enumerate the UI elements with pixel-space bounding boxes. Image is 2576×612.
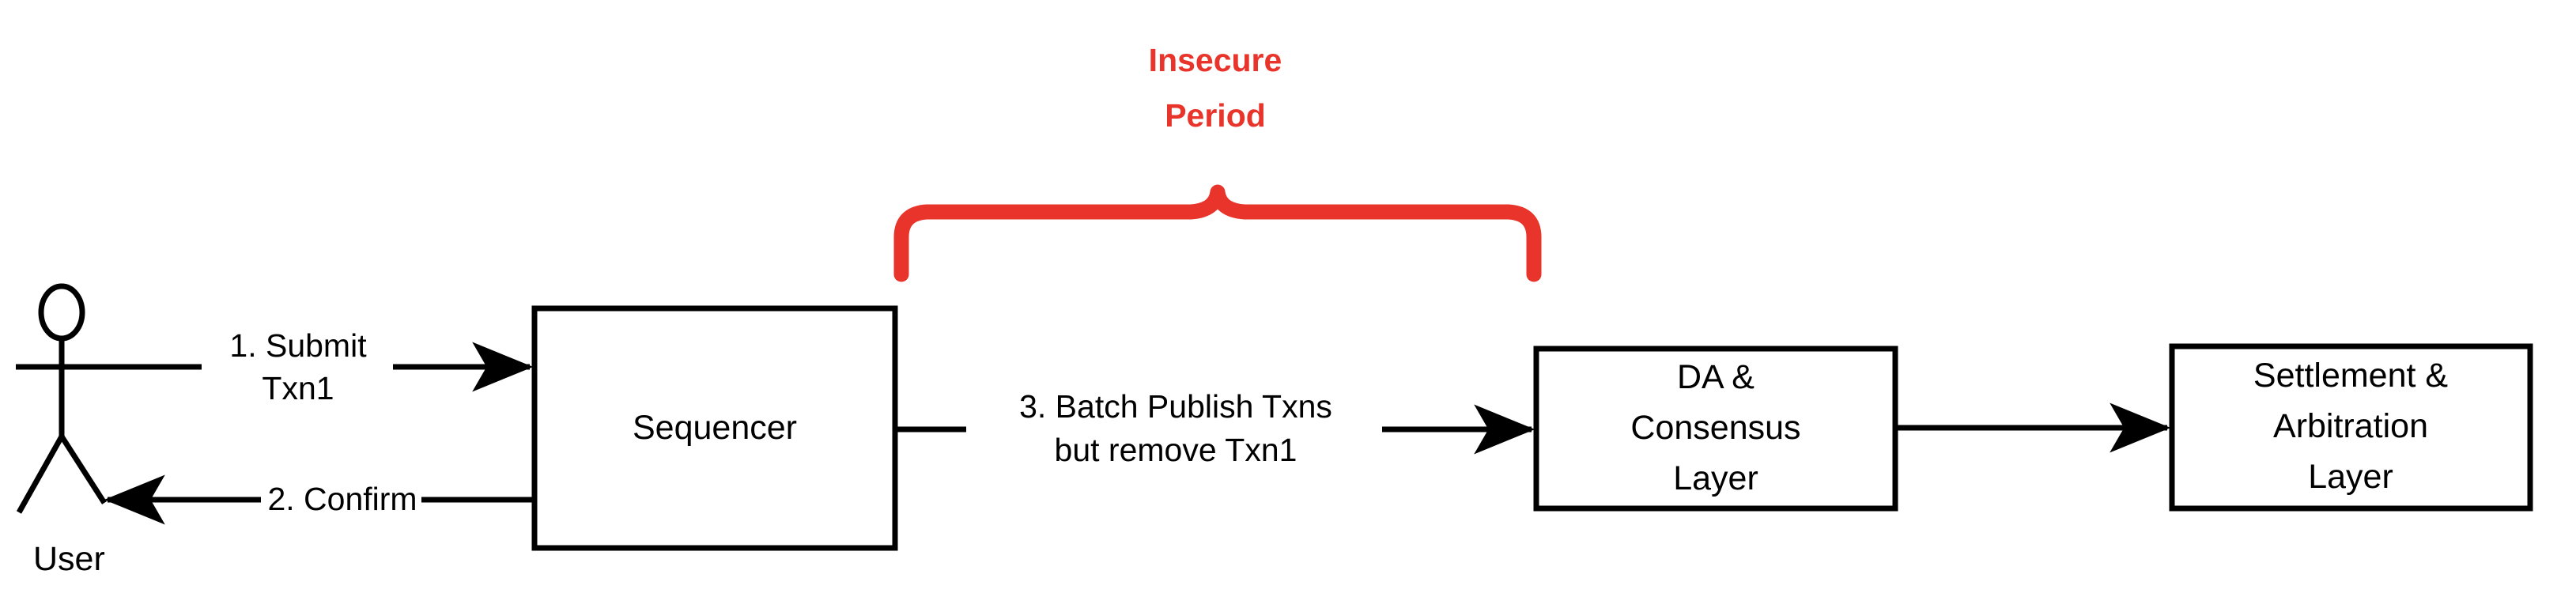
node-sequencer-box[interactable] xyxy=(531,305,898,551)
edge-confirm-label: 2. Confirm xyxy=(267,481,417,518)
actor-right-leg-line xyxy=(59,435,107,504)
node-settlement-arbitration-layer-label-line2: Arbitration xyxy=(2273,407,2428,446)
edge-submit-txn1-label-line2: Txn1 xyxy=(262,370,334,407)
node-da-consensus-layer-label-line1: DA & xyxy=(1677,358,1754,397)
user-actor-label: User xyxy=(33,540,105,578)
actor-head-icon xyxy=(38,283,85,342)
node-settlement-arbitration-layer-box[interactable] xyxy=(2169,343,2533,512)
edge-batch-publish-label-line1: 3. Batch Publish Txns xyxy=(1019,388,1332,425)
node-da-consensus-layer-box[interactable] xyxy=(1533,346,1898,512)
insecure-period-brace-icon xyxy=(893,184,1542,282)
actor-left-leg-line xyxy=(16,435,65,514)
node-settlement-arbitration-layer-label-line3: Layer xyxy=(2308,458,2393,497)
node-settlement-arbitration-layer-label-line1: Settlement & xyxy=(2253,357,2449,395)
insecure-period-label-line2: Period xyxy=(1165,97,1266,134)
node-da-consensus-layer-label-line2: Consensus xyxy=(1630,409,1801,448)
node-sequencer-label: Sequencer xyxy=(633,409,797,448)
edge-submit-txn1-label-line1: 1. Submit xyxy=(229,327,367,365)
node-da-consensus-layer-label-line3: Layer xyxy=(1673,459,1758,498)
user-actor-figure xyxy=(16,283,202,514)
edge-batch-publish-label-line2: but remove Txn1 xyxy=(1054,432,1297,469)
insecure-period-label-line1: Insecure xyxy=(1148,42,1282,79)
